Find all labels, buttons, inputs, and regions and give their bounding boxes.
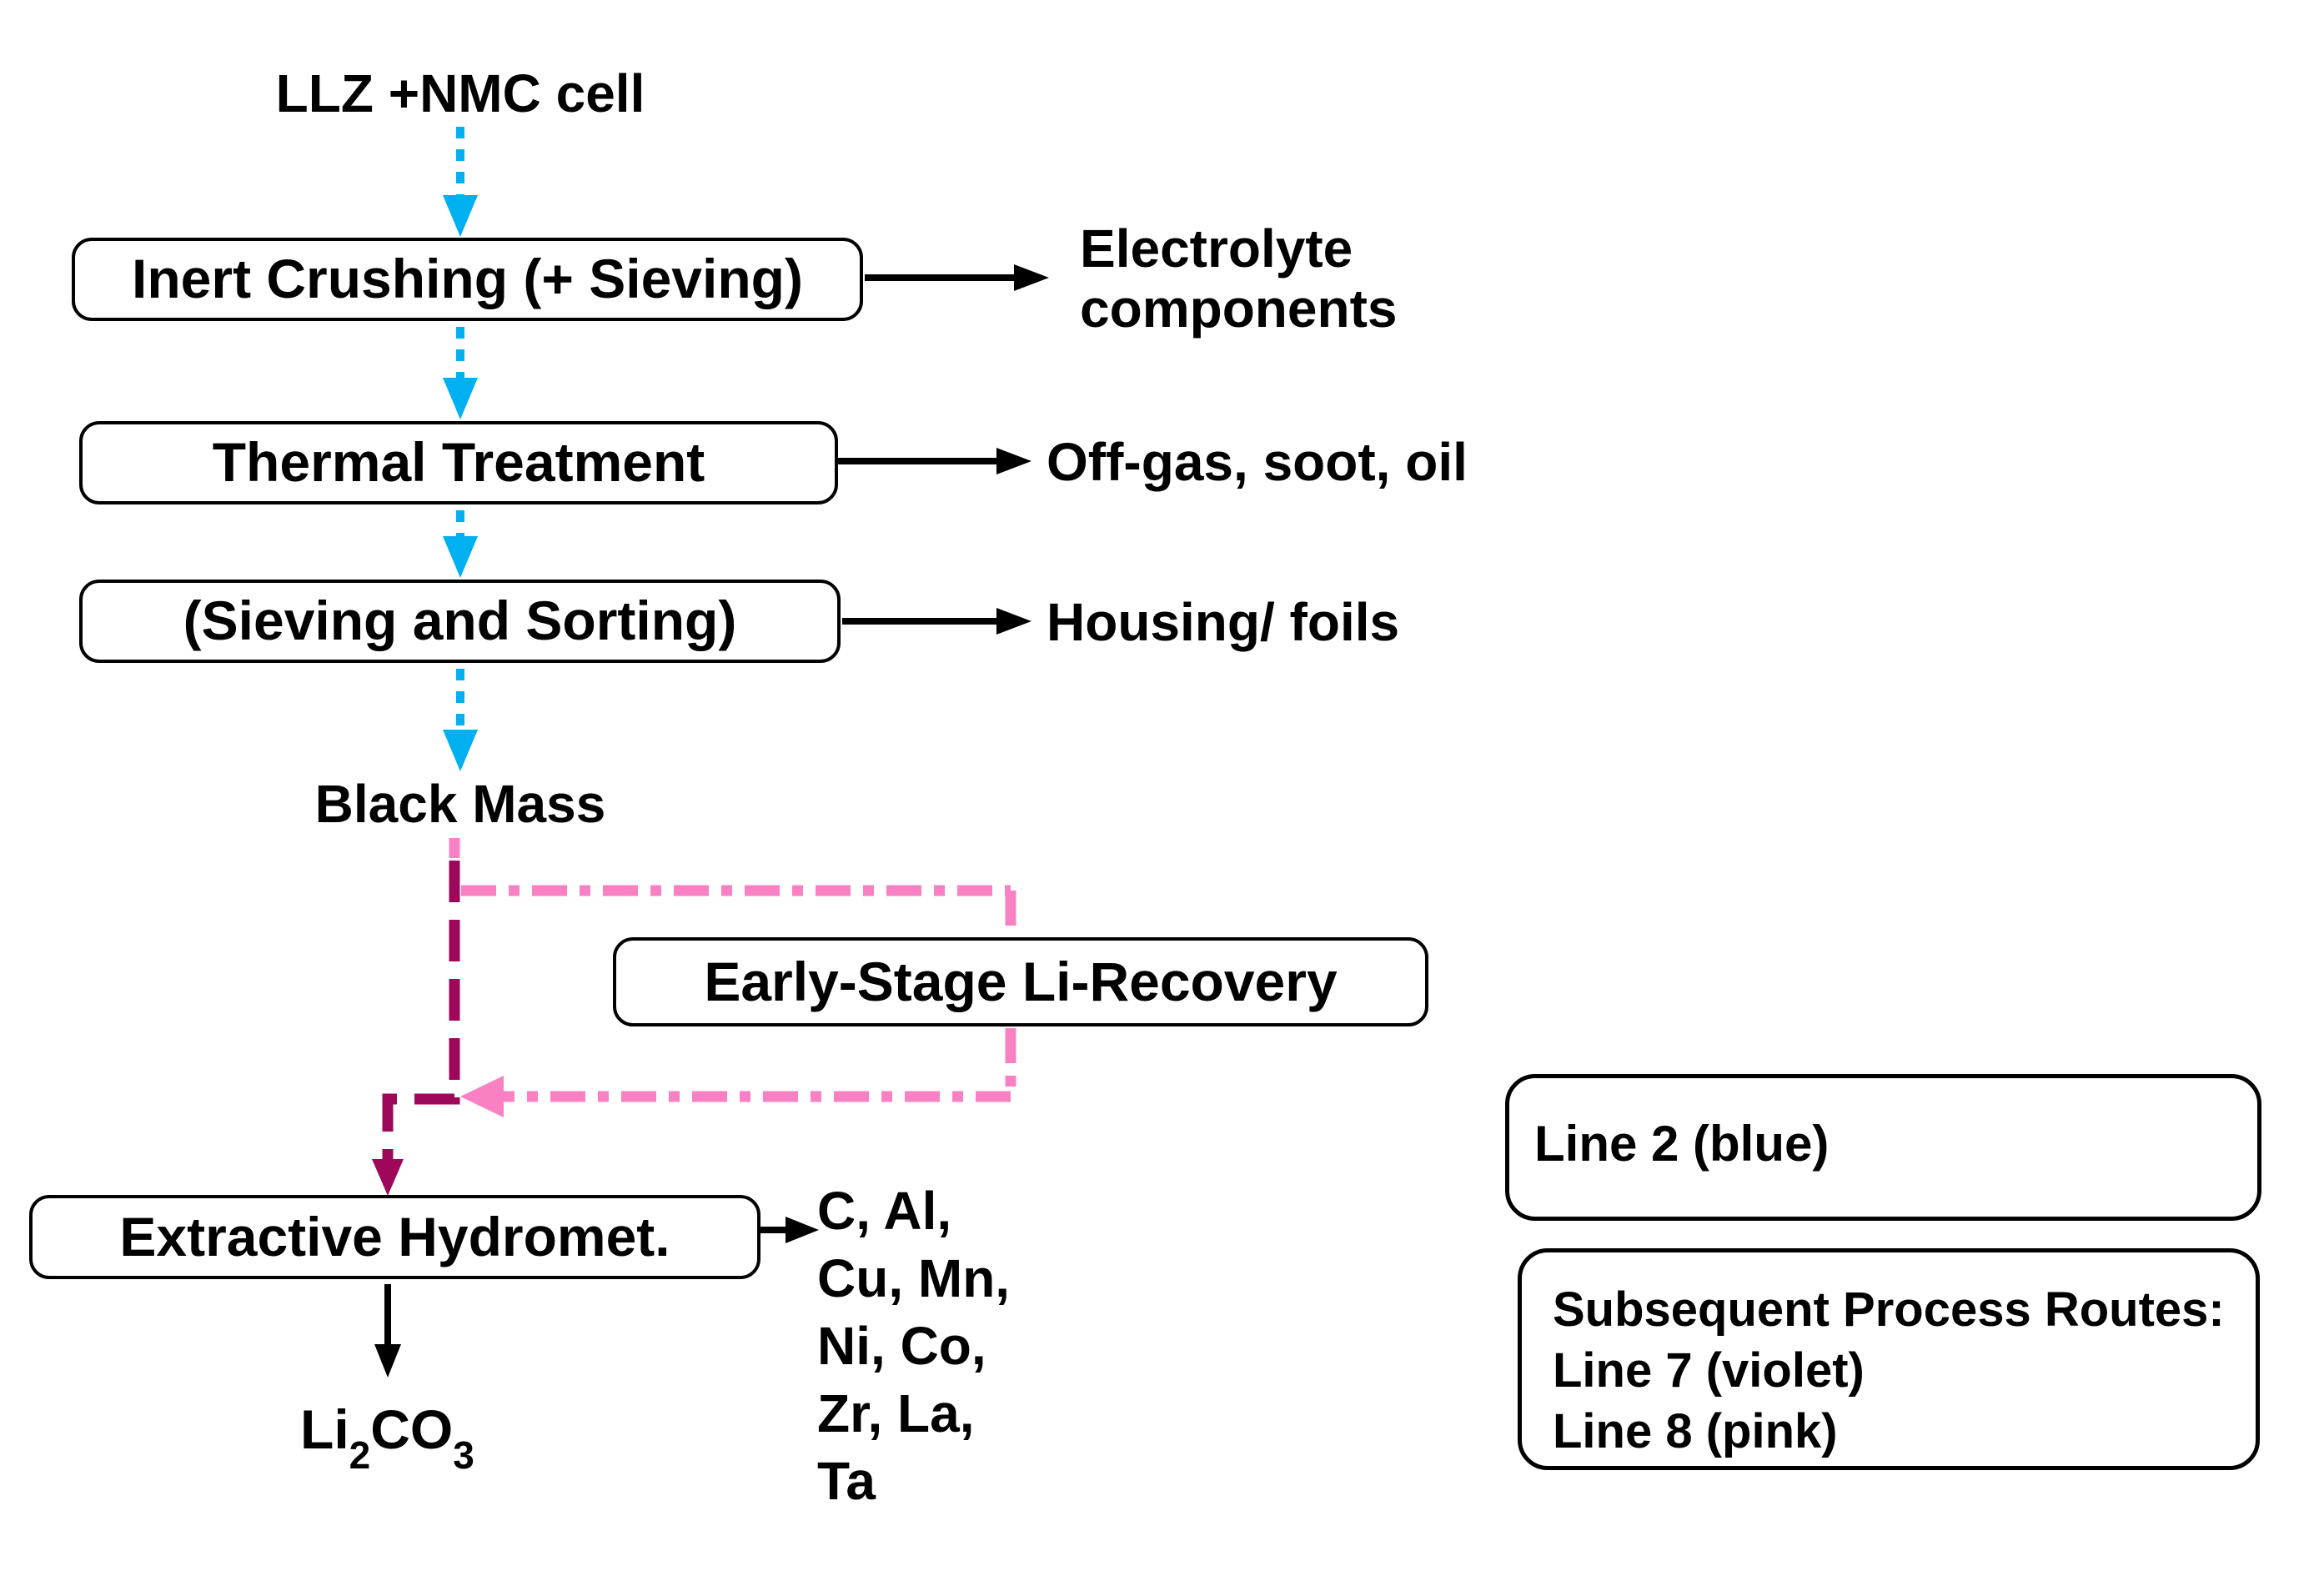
arrow-cell-to-crushing <box>443 127 478 237</box>
arrow-sieving-to-housing <box>842 608 1031 635</box>
process-box-extractive-hydromet: Extractive Hydromet. <box>29 1195 760 1279</box>
output-label-electrolyte: Electrolyte components <box>1080 218 1398 339</box>
process-box-thermal-treatment: Thermal Treatment <box>79 421 838 504</box>
arrow-crushing-to-thermal <box>443 327 478 419</box>
arrow-sieving-to-blackmass <box>443 669 478 771</box>
formula-sub1: 2 <box>349 1433 371 1478</box>
output-label-housing: Housing/ foils <box>1047 592 1400 652</box>
source-label: LLZ +NMC cell <box>275 63 645 123</box>
line7-violet-route <box>372 861 460 1196</box>
formula-sub2: 3 <box>453 1433 474 1478</box>
legend-box-line2 <box>1505 1074 2261 1221</box>
arrow-hydromet-to-li2co3 <box>374 1284 401 1378</box>
arrow-hydromet-to-metals <box>760 1217 819 1243</box>
legend-box-routes <box>1518 1248 2260 1470</box>
process-box-sieving-sorting: (Sieving and Sorting) <box>79 580 841 663</box>
output-label-offgas: Off-gas, soot, oil <box>1047 432 1468 492</box>
arrow-thermal-to-sieving <box>443 510 478 578</box>
arrow-thermal-to-offgas <box>838 448 1031 474</box>
product-label-li2co3: Li2CO3 <box>300 1398 474 1474</box>
process-box-li-recovery: Early-Stage Li-Recovery <box>613 937 1428 1026</box>
output-label-metals: C, Al, Cu, Mn, Ni, Co, Zr, La, Ta <box>817 1181 1011 1511</box>
formula-el2: CO <box>370 1398 454 1460</box>
process-box-inert-crushing: Inert Crushing (+ Sieving) <box>72 238 863 321</box>
arrow-crushing-to-electrolyte <box>865 264 1049 291</box>
blackmass-label: Black Mass <box>314 774 606 834</box>
formula-el1: Li <box>300 1398 349 1460</box>
legend-label-line2: Line 2 (blue) <box>1534 1116 1830 1172</box>
legend-label-routes: Subsequent Process Routes: Line 7 (viole… <box>1553 1282 2225 1458</box>
